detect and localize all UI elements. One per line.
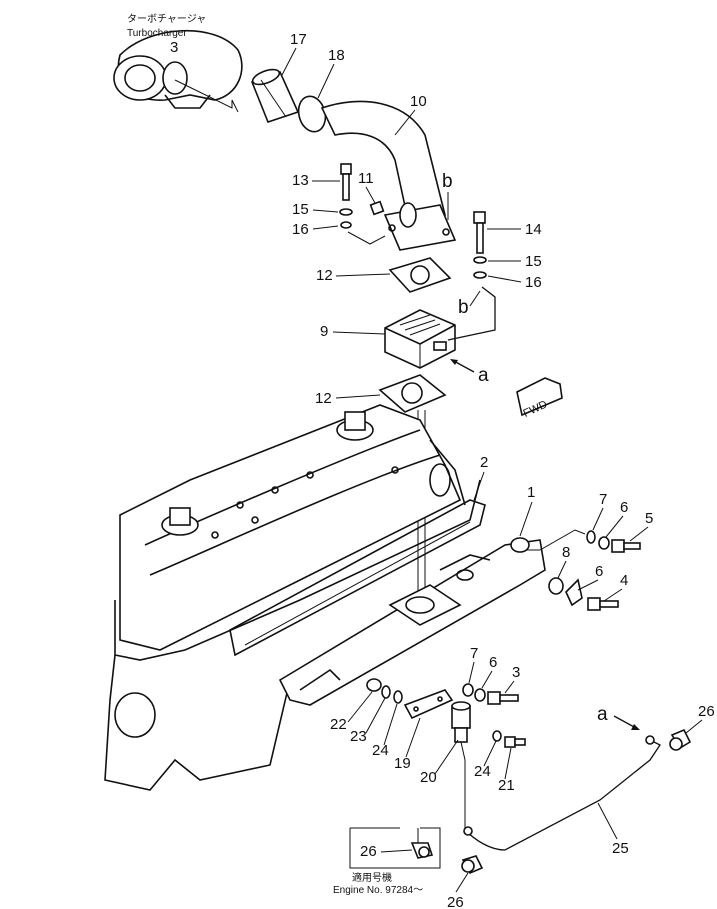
callout-5: 5 bbox=[645, 510, 653, 527]
turbocharger bbox=[113, 29, 243, 113]
callout-7-upper: 7 bbox=[599, 491, 607, 508]
callout-9: 9 bbox=[320, 323, 328, 340]
bolt-21 bbox=[504, 736, 526, 748]
bolt-4 bbox=[587, 597, 619, 611]
letter-a-pipe: a bbox=[597, 704, 608, 725]
callout-15-left: 15 bbox=[292, 201, 309, 218]
letter-b-lower: b bbox=[458, 297, 469, 318]
callout-16-left: 16 bbox=[292, 221, 309, 238]
bracket-19 bbox=[403, 689, 454, 720]
washer-15-left bbox=[339, 208, 353, 216]
fwd-arrow-icon: FWD bbox=[516, 377, 563, 420]
hose-17 bbox=[250, 68, 300, 123]
washer-16-left bbox=[340, 221, 352, 229]
gasket-12-lower bbox=[378, 374, 447, 413]
turbocharger-label: Turbocharger bbox=[127, 28, 187, 39]
callout-26-bottom: 26 bbox=[447, 894, 464, 909]
engine-number-label: Engine No. 97284～ bbox=[333, 885, 423, 896]
callout-12-upper: 12 bbox=[316, 267, 333, 284]
callout-26-right: 26 bbox=[698, 703, 715, 720]
pipe-25 bbox=[463, 735, 661, 851]
callout-19: 19 bbox=[394, 755, 411, 772]
callout-26-inset: 26 bbox=[360, 843, 377, 860]
callout-11: 11 bbox=[358, 170, 374, 187]
washer-7-lower bbox=[462, 683, 474, 697]
letter-a-heater: a bbox=[478, 365, 489, 386]
plug-11 bbox=[369, 200, 385, 216]
bolt-13 bbox=[340, 163, 352, 201]
gasket-2 bbox=[229, 499, 486, 657]
washer-6-middle bbox=[565, 578, 583, 607]
washer-15-right bbox=[473, 256, 487, 264]
callout-24-right: 24 bbox=[474, 763, 491, 780]
callout-21: 21 bbox=[498, 777, 515, 794]
elbow-pipe-10 bbox=[320, 100, 457, 251]
engine-block bbox=[104, 404, 481, 791]
plug-22 bbox=[366, 678, 382, 692]
callout-16-right: 16 bbox=[525, 274, 542, 291]
washer-23 bbox=[381, 685, 391, 699]
washer-16-right bbox=[473, 271, 487, 279]
callout-14: 14 bbox=[525, 221, 542, 238]
washer-7-upper bbox=[586, 530, 596, 544]
callout-18: 18 bbox=[328, 47, 345, 64]
bolt-14 bbox=[473, 211, 486, 254]
engine-label-jp: 適用号機 bbox=[352, 871, 392, 884]
callout-6-upper: 6 bbox=[620, 499, 628, 516]
callout-3: 3 bbox=[512, 664, 520, 681]
callout-12-lower: 12 bbox=[315, 390, 332, 407]
washer-6-lower bbox=[474, 688, 486, 702]
bolt-5 bbox=[611, 539, 641, 553]
heater-9 bbox=[384, 309, 456, 369]
callout-17: 17 bbox=[290, 31, 307, 48]
callout-13: 13 bbox=[292, 172, 309, 189]
callout-25: 25 bbox=[612, 840, 629, 857]
callout-24-left: 24 bbox=[372, 742, 389, 759]
washer-24-left bbox=[393, 690, 403, 704]
letter-b-upper: b bbox=[442, 171, 453, 192]
callout-2: 2 bbox=[480, 454, 488, 471]
bolt-3 bbox=[487, 691, 519, 705]
intake-manifold-1 bbox=[278, 537, 546, 706]
elbow-fitting-26-bottom bbox=[461, 855, 484, 875]
washer-6-upper bbox=[598, 536, 610, 550]
spacer-8 bbox=[548, 577, 564, 595]
callout-23: 23 bbox=[350, 728, 367, 745]
callout-10: 10 bbox=[410, 93, 427, 110]
callout-15-right: 15 bbox=[525, 253, 542, 270]
callout-7-lower: 7 bbox=[470, 645, 478, 662]
callout-3-turbo: 3 bbox=[170, 39, 178, 56]
callout-22: 22 bbox=[330, 716, 347, 733]
turbocharger-label-jp: ターボチャージャ bbox=[127, 13, 206, 25]
callout-8: 8 bbox=[562, 544, 570, 561]
callout-6-middle: 6 bbox=[595, 563, 603, 580]
callout-6-lower: 6 bbox=[489, 654, 497, 671]
washer-24-right bbox=[492, 730, 502, 742]
elbow-fitting-26-right bbox=[669, 728, 692, 751]
inset-box bbox=[349, 827, 441, 869]
callout-20: 20 bbox=[420, 769, 437, 786]
callout-4: 4 bbox=[620, 572, 628, 589]
sensor-20 bbox=[451, 701, 471, 761]
gasket-12-upper bbox=[388, 257, 452, 293]
callout-1: 1 bbox=[527, 484, 535, 501]
